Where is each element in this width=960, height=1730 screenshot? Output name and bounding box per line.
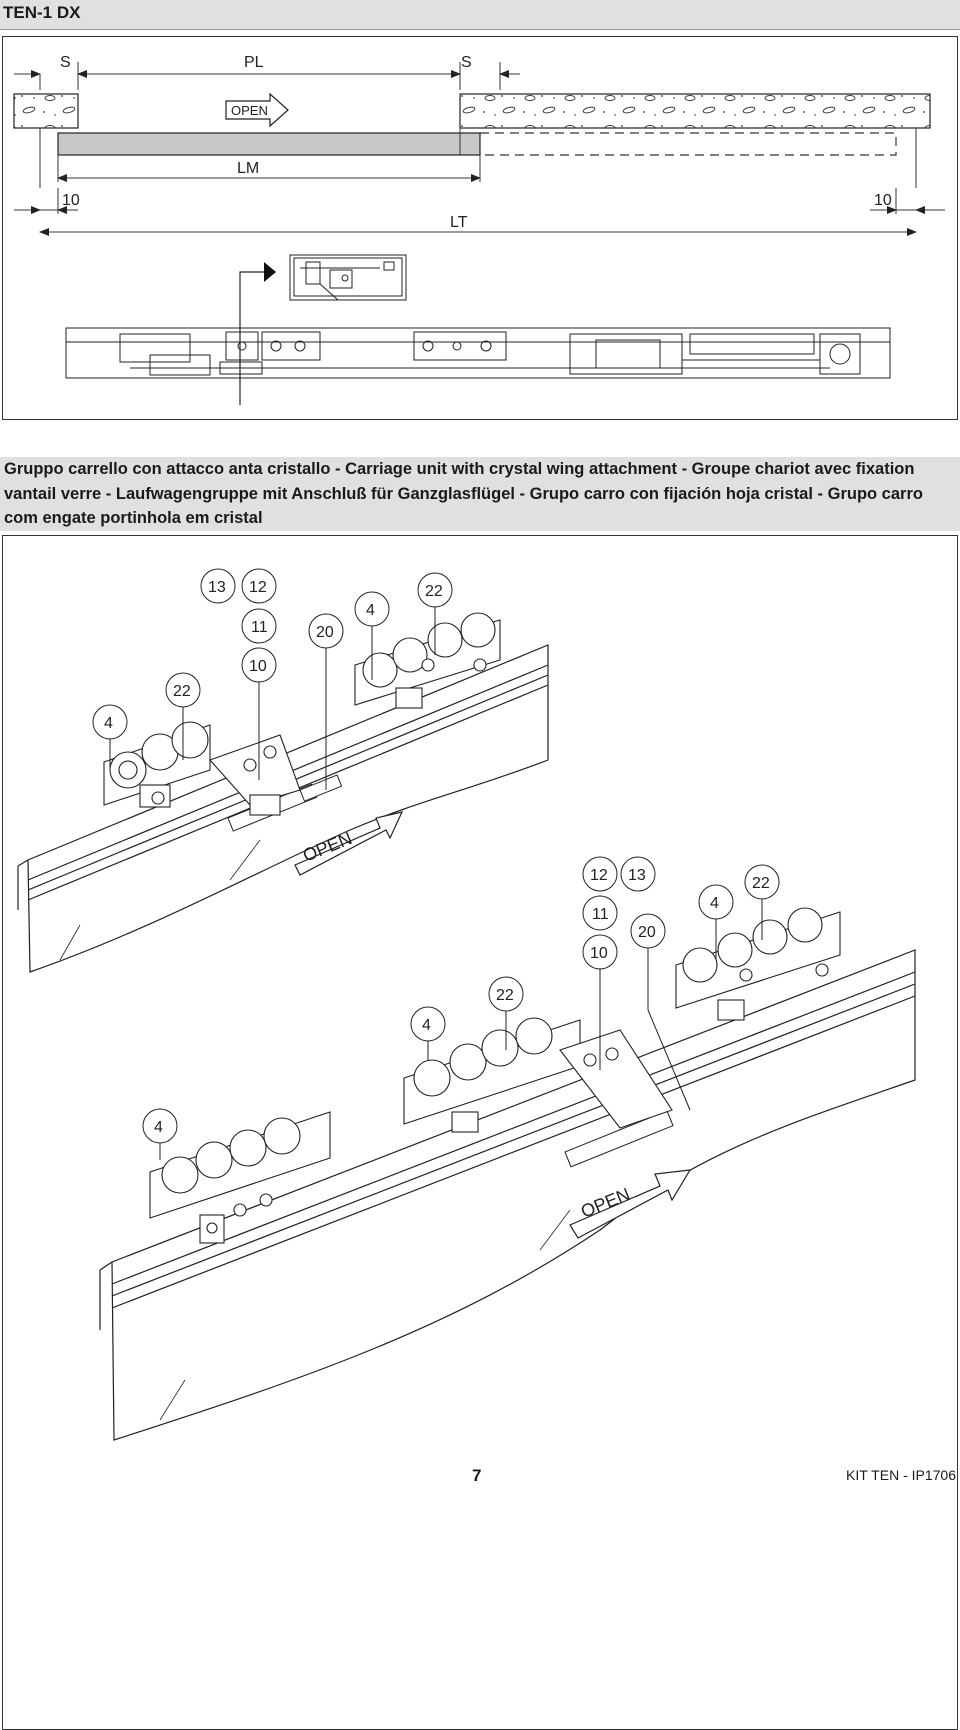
caption-band: Gruppo carrello con attacco anta cristal… bbox=[0, 457, 960, 531]
lower-carriage-left bbox=[149, 1111, 331, 1244]
callout-4-left-lower: 4 bbox=[422, 1017, 431, 1034]
top-drawing-frame bbox=[2, 36, 958, 420]
callout-11-upper: 11 bbox=[251, 619, 268, 636]
dim-10-right: 10 bbox=[874, 192, 892, 209]
dim-10-left: 10 bbox=[62, 192, 80, 209]
open-arrow-upper bbox=[294, 811, 404, 876]
dim-pl: PL bbox=[244, 54, 264, 71]
callout-10-lower: 10 bbox=[590, 945, 608, 962]
lower-carriage-right bbox=[403, 1017, 673, 1133]
caption-text: Gruppo carrello con attacco anta cristal… bbox=[4, 460, 923, 527]
document-code: KIT TEN - IP1706 bbox=[846, 1467, 956, 1483]
callout-22-left-lower: 22 bbox=[496, 987, 514, 1004]
callout-4-far-left-lower: 4 bbox=[154, 1119, 163, 1136]
upper-carriage-right bbox=[354, 612, 501, 709]
dim-s-right: S bbox=[461, 54, 472, 71]
open-arrow bbox=[225, 92, 289, 128]
dim-lt: LT bbox=[450, 214, 468, 231]
callout-22-right-lower: 22 bbox=[752, 875, 770, 892]
upper-carriage-left bbox=[103, 721, 301, 816]
lower-glass-panel bbox=[99, 949, 916, 1441]
top-assembly-drawing: S PL S OPEN LM 10 10 LT bbox=[13, 54, 945, 405]
open-arrow-label: OPEN bbox=[231, 103, 268, 118]
left-wall bbox=[13, 93, 79, 129]
isometric-assembly-drawing: OPEN 4 22 13 12 11 10 20 4 22 bbox=[17, 568, 916, 1441]
callout-13-lower: 13 bbox=[628, 867, 646, 884]
open-arrow-lower bbox=[569, 1169, 692, 1239]
callout-20-lower: 20 bbox=[638, 924, 656, 941]
callout-10-upper: 10 bbox=[249, 658, 267, 675]
callout-4-left-upper: 4 bbox=[104, 715, 113, 732]
lower-carriage-far bbox=[675, 907, 841, 1021]
leaf-open-position bbox=[480, 132, 897, 156]
section-marker bbox=[264, 262, 276, 282]
door-leaf bbox=[57, 132, 481, 156]
callout-20-upper: 20 bbox=[316, 624, 334, 641]
callout-22-left-upper: 22 bbox=[173, 683, 191, 700]
page-number: 7 bbox=[472, 1466, 482, 1485]
dim-s-left: S bbox=[60, 54, 71, 71]
lower-rack bbox=[564, 1110, 674, 1168]
callout-12-upper: 12 bbox=[249, 579, 267, 596]
callout-11-lower: 11 bbox=[592, 906, 609, 923]
callout-12-lower: 12 bbox=[590, 867, 608, 884]
right-wall bbox=[459, 93, 931, 129]
page-title: TEN-1 DX bbox=[3, 3, 81, 22]
callout-13-upper: 13 bbox=[208, 579, 226, 596]
callout-4-right-lower: 4 bbox=[710, 895, 719, 912]
profile-section bbox=[289, 254, 407, 301]
title-band: TEN-1 DX bbox=[0, 0, 960, 30]
callout-22-right-upper: 22 bbox=[425, 583, 443, 600]
track-assembly bbox=[65, 327, 891, 379]
callout-4-right-upper: 4 bbox=[366, 602, 375, 619]
dim-lm: LM bbox=[237, 160, 259, 177]
